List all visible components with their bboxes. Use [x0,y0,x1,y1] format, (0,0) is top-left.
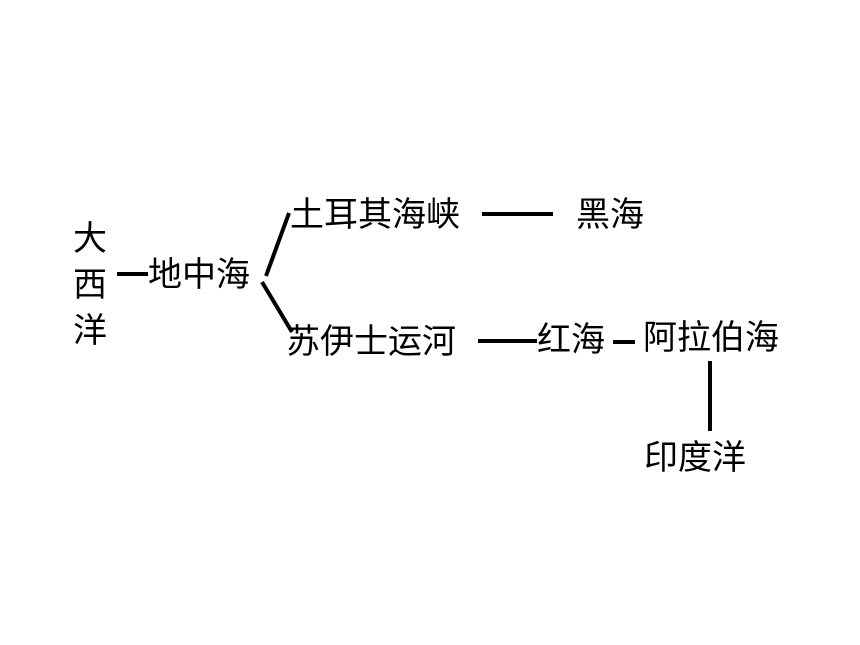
node-turkish-straits: 土耳其海峡 [290,195,460,235]
node-arabian-sea: 阿拉伯海 [643,318,779,358]
atlantic-char-2: 西 [73,265,107,305]
node-atlantic-ocean: 大 西 洋 [70,216,110,354]
atlantic-char-1: 大 [73,219,107,259]
atlantic-char-3: 洋 [73,311,107,351]
node-suez-canal: 苏伊士运河 [286,322,456,362]
node-red-sea: 红海 [537,320,605,360]
node-indian-ocean: 印度洋 [644,438,746,478]
node-black-sea: 黑海 [576,195,644,235]
node-mediterranean: 地中海 [148,255,250,295]
connector-mediterranean-suez [260,280,294,334]
connector-mediterranean-straits [264,212,291,277]
